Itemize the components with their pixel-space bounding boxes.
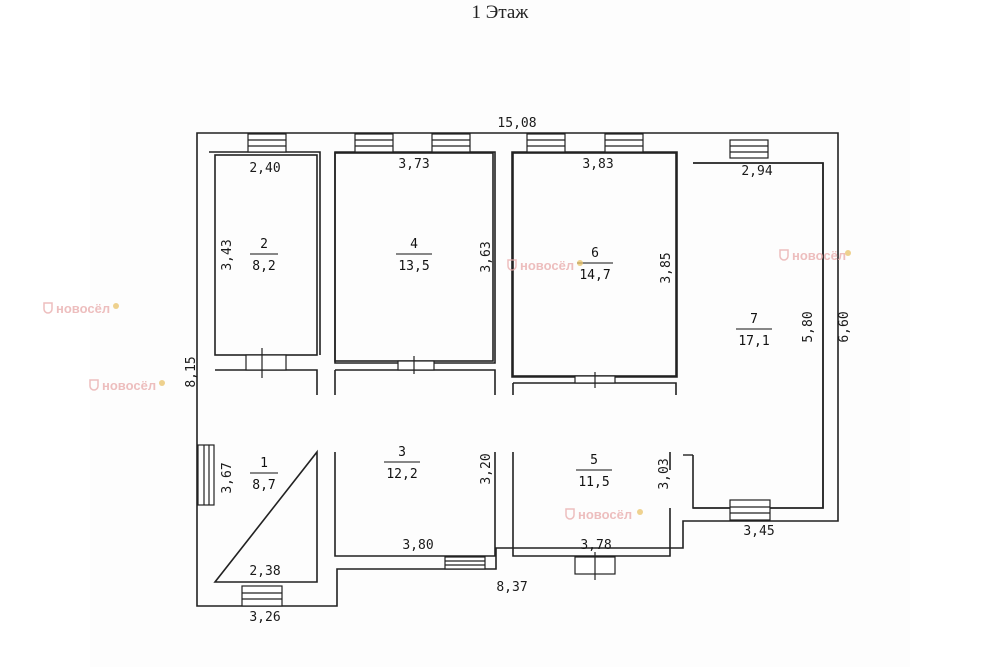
dim-r4-side: 3,63 [479,241,494,272]
watermark-word: новосёл [520,258,574,273]
room-area: 14,7 [579,268,610,283]
room-5-outline [512,382,677,557]
room-area: 8,7 [252,478,275,493]
window-bottom-3 [729,499,771,521]
room-label-1: 1 8,7 [250,456,278,493]
watermark-word: новосёл [578,507,632,522]
dim-r7-side: 5,80 [801,311,816,342]
room-label-7: 7 17,1 [736,312,772,349]
room-number: 4 [410,237,418,252]
door-room-2 [245,348,287,378]
window-top-5 [604,133,644,153]
window-top-3 [431,133,471,153]
watermark-logo: новосёл [43,301,119,316]
watermark-word: новосёл [56,301,110,316]
dim-r7-bottom: 3,45 [743,524,774,539]
dim-r2-side: 3,43 [220,239,235,270]
dim-r5-side: 3,03 [657,458,672,489]
dim-bottom-total: 8,37 [496,580,527,595]
room-number: 5 [590,453,598,468]
dim-r4-top: 3,73 [398,157,429,172]
room-area: 12,2 [386,467,417,482]
dim-r6-side: 3,85 [659,252,674,283]
watermark-logo: новосёл [507,258,583,273]
dim-r5-bottom: 3,78 [580,538,611,553]
door-room-4 [397,356,435,374]
dim-r3-side: 3,20 [479,453,494,484]
dim-left-total: 8,15 [184,356,199,387]
watermark-word: новосёл [102,378,156,393]
dim-r1-bottom: 2,38 [249,564,280,579]
dim-r6-top: 3,83 [582,157,613,172]
window-top-2 [354,133,394,153]
dim-r1-outer-bottom: 3,26 [249,610,280,625]
room-label-4: 4 13,5 [396,237,432,274]
door-room-6 [574,372,616,388]
dim-r3-bottom: 3,80 [402,538,433,553]
inner-wall-outline [209,151,824,509]
window-bottom-1 [241,585,283,607]
dim-r7-top: 2,94 [741,164,772,179]
room-number: 1 [260,456,268,471]
dim-r2-top: 2,40 [249,161,280,176]
door-entrance [574,552,616,580]
room-number: 3 [398,445,406,460]
room-number: 6 [591,246,599,261]
window-top-6 [729,139,769,159]
watermark-word: новосёл [792,248,846,263]
window-left [197,444,215,506]
dim-right-total: 6,60 [837,311,852,342]
room-area: 17,1 [738,334,769,349]
room-label-2: 2 8,2 [250,237,278,274]
watermark-logo: новосёл [89,378,165,393]
floor-title: 1 Этаж [471,2,529,23]
outer-wall [196,132,839,607]
watermark-logo: новосёл [565,507,643,522]
room-number: 7 [750,312,758,327]
room-area: 11,5 [578,475,609,490]
watermark-logo: новосёл [779,248,851,263]
window-top-4 [526,133,566,153]
room-label-5: 5 11,5 [576,453,612,490]
room-area: 13,5 [398,259,429,274]
dim-top-total: 15,08 [497,116,536,131]
plan-sheet [90,0,910,667]
room-area: 8,2 [252,259,275,274]
window-bottom-2 [444,556,486,570]
room-4-outline [334,152,494,362]
room-label-3: 3 12,2 [384,445,420,482]
room-3-outline [334,369,496,557]
room-number: 2 [260,237,268,252]
dim-r1-side: 3,67 [220,462,235,493]
window-top-1 [247,133,287,153]
